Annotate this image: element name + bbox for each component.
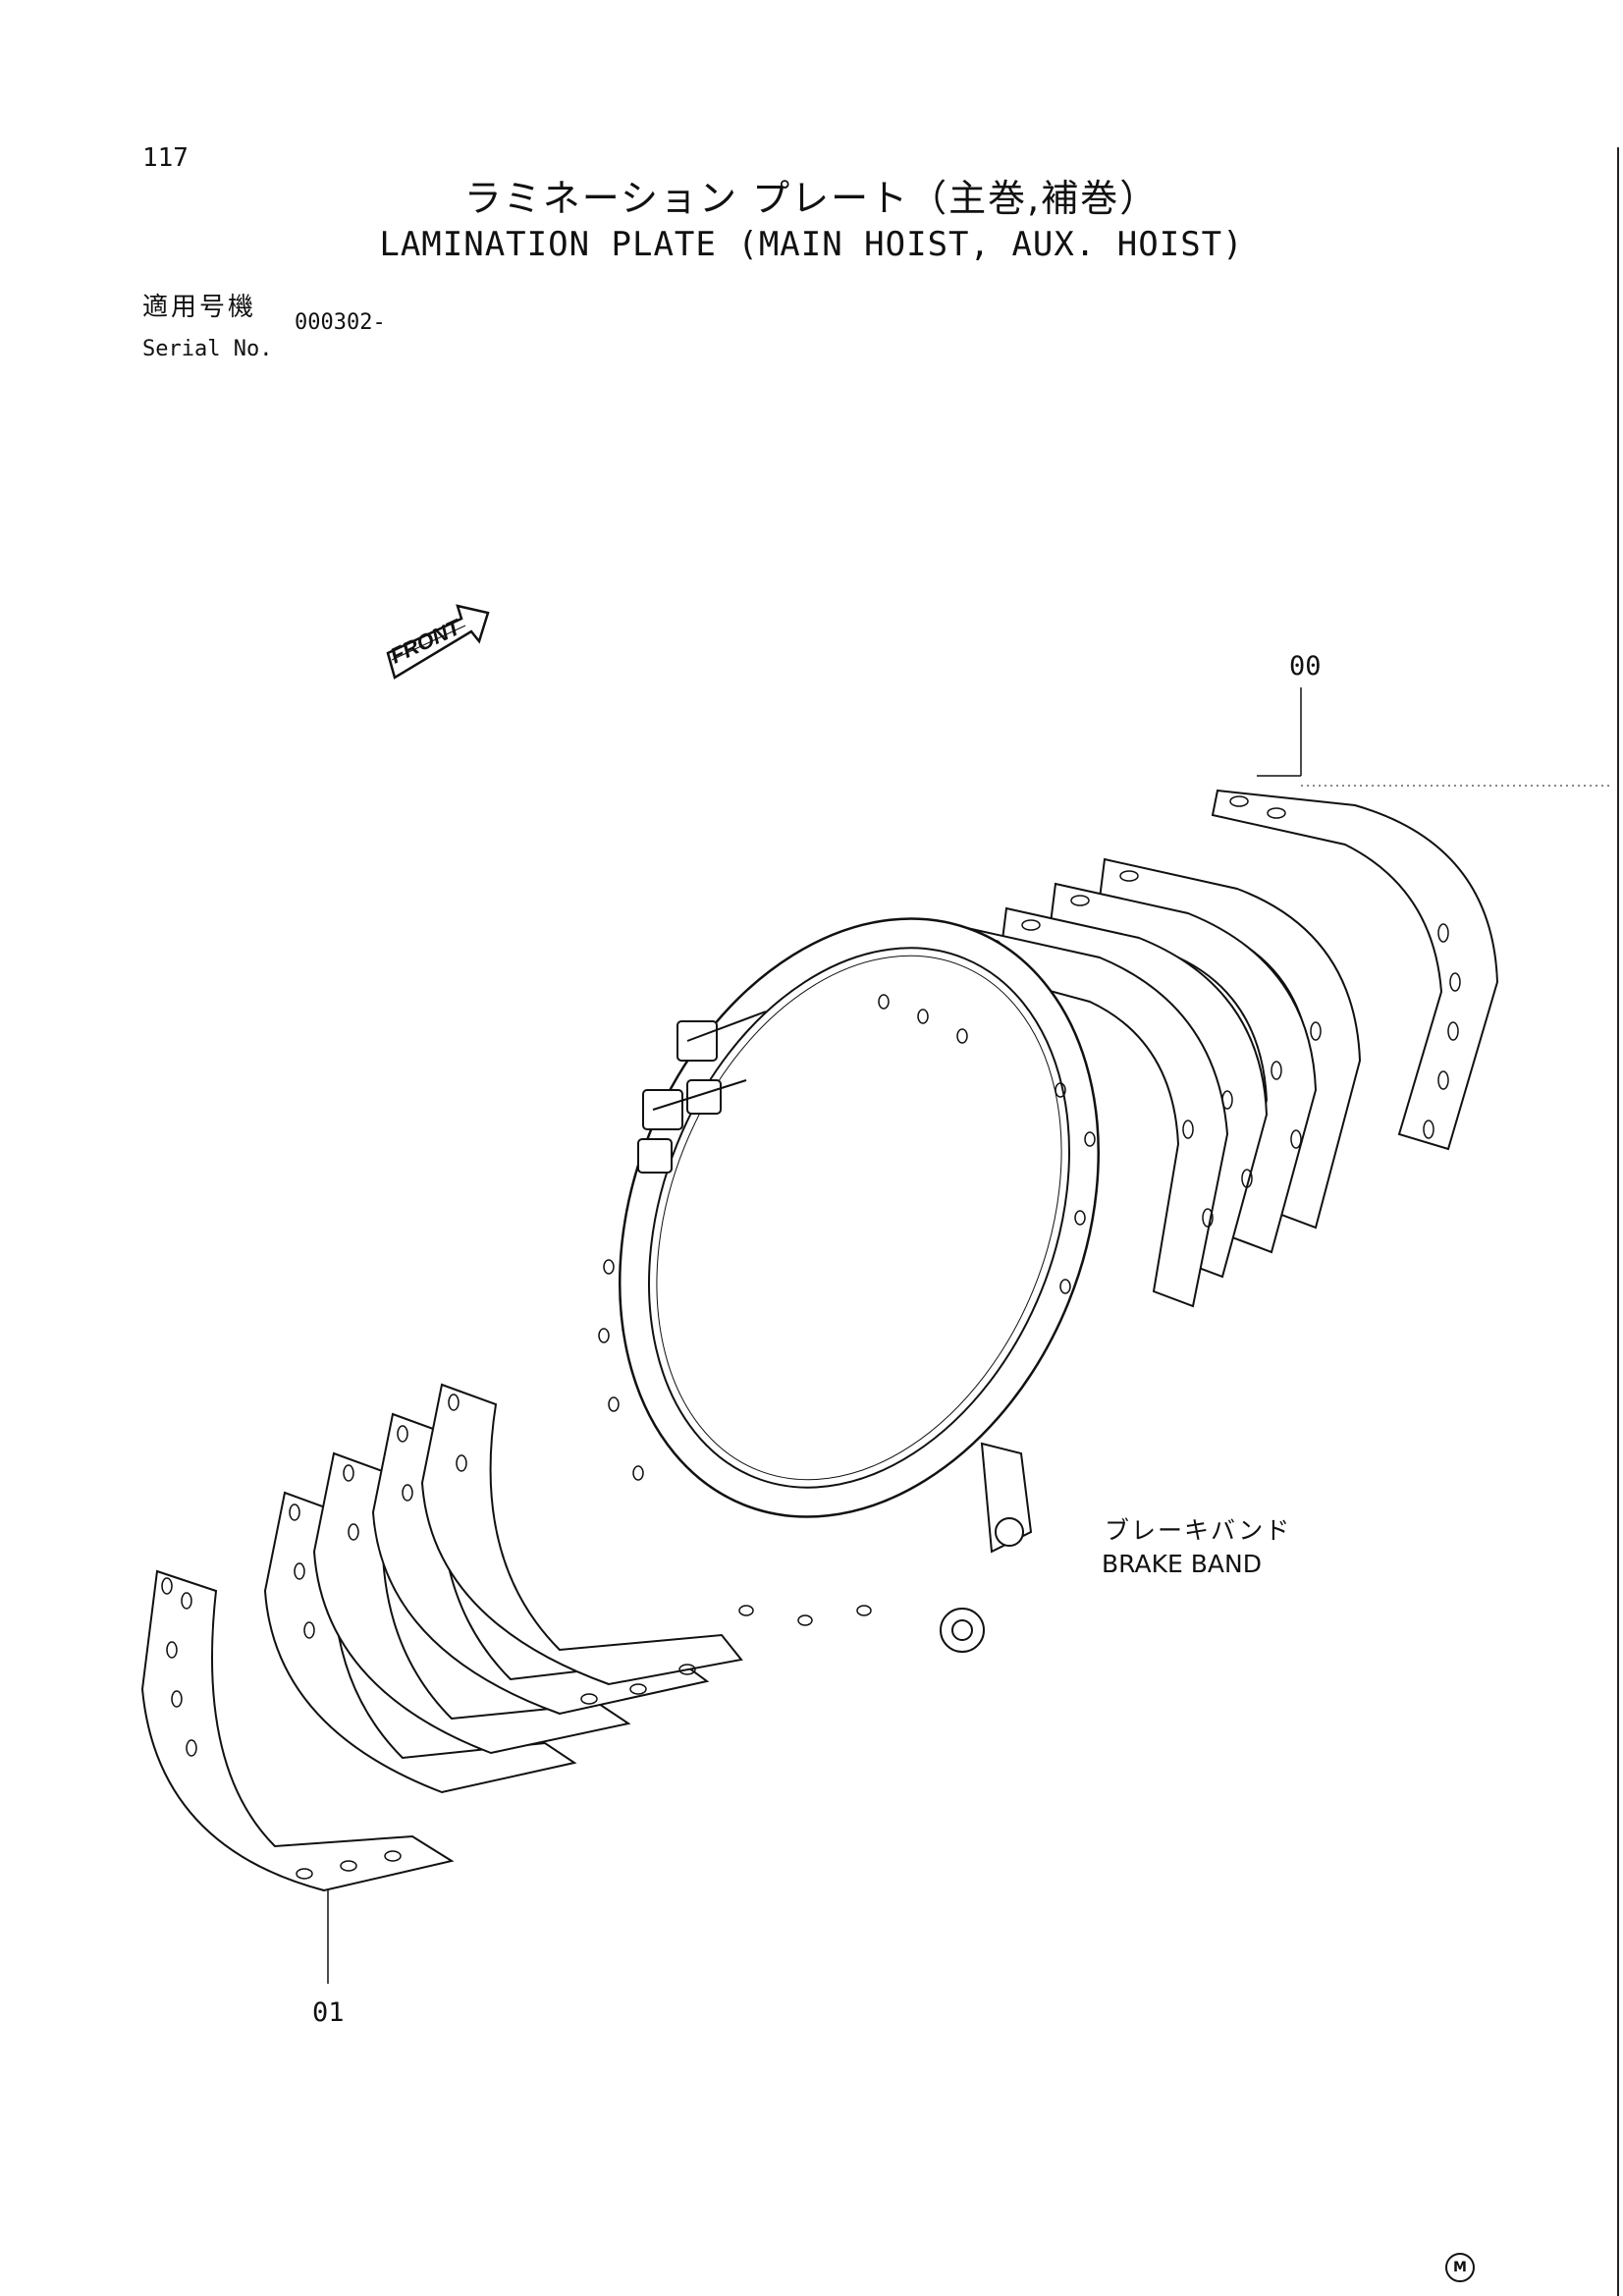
lamination-plates-upper [960, 789, 1499, 1308]
brake-band-label-english: BRAKE BAND [1102, 1550, 1262, 1578]
page-number: 117 [142, 143, 189, 173]
serial-label-english: Serial No. [142, 337, 273, 361]
page-edge-rule [1617, 147, 1619, 2296]
serial-number-value: 000302- [295, 310, 386, 335]
callout-label-01: 01 [312, 1997, 345, 2028]
brake-band-ring [598, 917, 1100, 1653]
callout-00-leader [1257, 687, 1610, 787]
title-english: LAMINATION PLATE (MAIN HOIST, AUX. HOIST… [379, 225, 1244, 264]
footer-mark: M [1445, 2253, 1475, 2282]
front-arrow-icon: FRONT [386, 604, 490, 680]
lamination-holes-upper [982, 795, 1461, 1228]
bolt-assembly [637, 1011, 767, 1174]
brake-band-label-japanese: ブレーキバンド [1105, 1516, 1292, 1545]
serial-label-japanese: 適用号機 [142, 293, 257, 322]
callout-label-00: 00 [1289, 651, 1322, 682]
lamination-plates-lower [140, 1383, 743, 1892]
brake-band-holes [598, 994, 1096, 1626]
lamination-holes-lower [161, 1394, 696, 1880]
pivot-lugs [940, 1442, 1033, 1653]
title-japanese: ラミネーション プレート（主巻,補巻） [463, 177, 1160, 220]
